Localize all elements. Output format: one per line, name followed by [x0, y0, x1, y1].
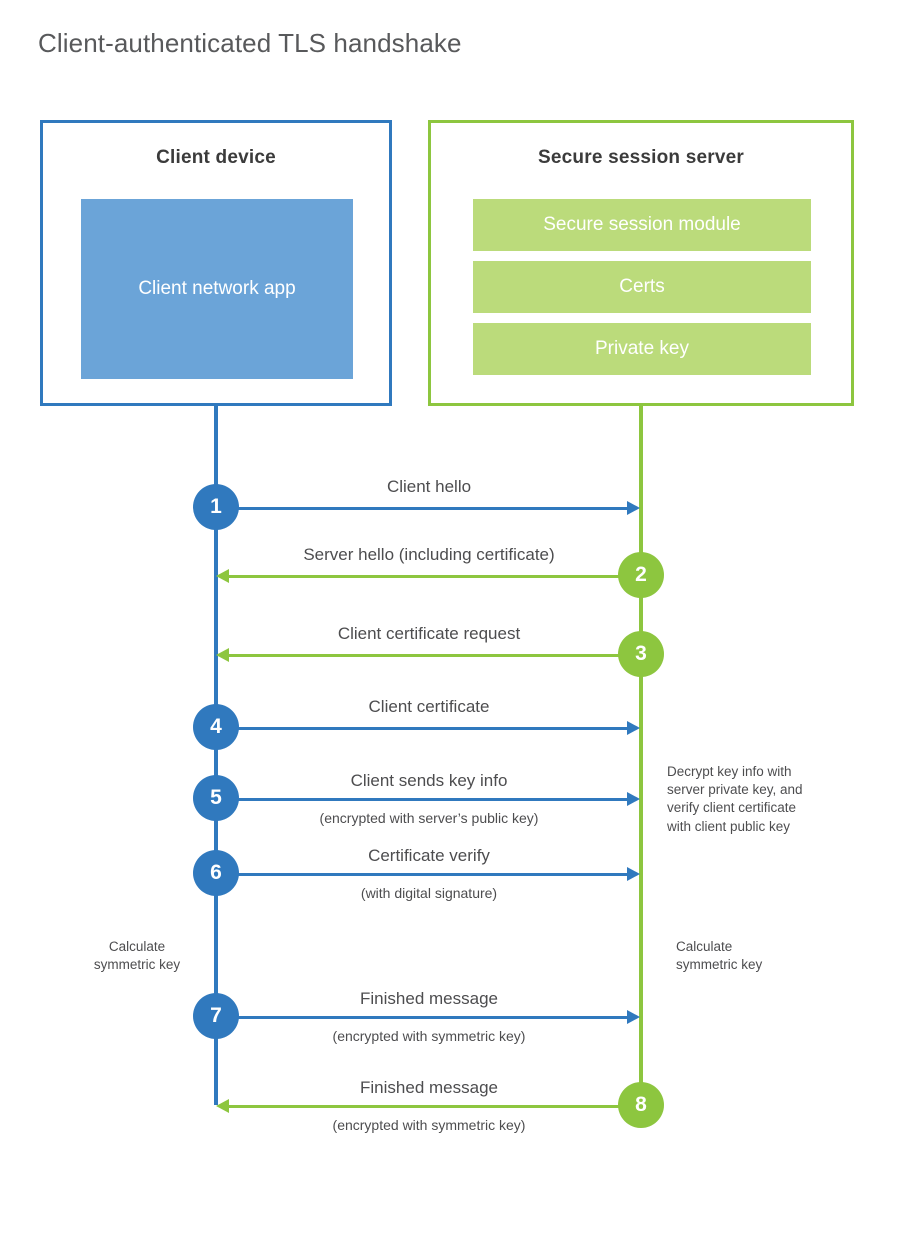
actor-title-client: Client device [156, 147, 276, 168]
component-client-network-app: Client network app [81, 199, 353, 379]
message-line-5 [216, 798, 627, 801]
lifeline-client [214, 406, 218, 1105]
message-label-7: Finished message [360, 989, 498, 1008]
step-badge-2[interactable]: 2 [618, 552, 664, 598]
note-server-decrypt: Decrypt key info with server private key… [667, 764, 803, 834]
message-label-4: Client certificate [368, 697, 490, 716]
step-badge-1[interactable]: 1 [193, 484, 239, 530]
message-sublabel-8: (encrypted with symmetric key) [332, 1117, 526, 1133]
message-line-4 [216, 727, 627, 730]
step-badge-8[interactable]: 8 [618, 1082, 664, 1128]
step-badge-6[interactable]: 6 [193, 850, 239, 896]
message-line-1 [216, 507, 627, 510]
message-line-2 [229, 575, 641, 578]
message-label-5: Client sends key info [350, 771, 508, 790]
message-label-6: Certificate verify [368, 846, 490, 865]
step-badge-3[interactable]: 3 [618, 631, 664, 677]
actor-box-server: Secure session server Secure session mod… [428, 120, 854, 406]
component-certs: Certs [473, 261, 811, 313]
server-components: Secure session module Certs Private key [473, 199, 811, 385]
message-label-8: Finished message [360, 1078, 498, 1097]
message-sublabel-7: (encrypted with symmetric key) [332, 1028, 526, 1044]
arrow-head-right-icon [627, 501, 640, 515]
message-sublabel-5: (encrypted with server’s public key) [319, 810, 539, 826]
arrow-head-left-icon [216, 1099, 229, 1113]
lifeline-server [639, 406, 643, 1105]
message-sublabel-6: (with digital signature) [360, 885, 498, 901]
arrow-head-right-icon [627, 792, 640, 806]
note-server-calculate-symmetric-key: Calculate symmetric key [676, 939, 763, 973]
message-label-2: Server hello (including certificate) [303, 545, 555, 564]
component-private-key: Private key [473, 323, 811, 375]
message-label-3: Client certificate request [337, 624, 521, 643]
actor-box-client: Client device Client network app [40, 120, 392, 406]
arrow-head-right-icon [627, 867, 640, 881]
arrow-head-left-icon [216, 569, 229, 583]
arrow-head-right-icon [627, 721, 640, 735]
step-badge-4[interactable]: 4 [193, 704, 239, 750]
arrow-head-left-icon [216, 648, 229, 662]
arrow-head-right-icon [627, 1010, 640, 1024]
step-badge-7[interactable]: 7 [193, 993, 239, 1039]
page-title: Client-authenticated TLS handshake [38, 28, 462, 58]
component-secure-session-module: Secure session module [473, 199, 811, 251]
note-client-calculate-symmetric-key: Calculate symmetric key [93, 939, 181, 973]
message-line-7 [216, 1016, 627, 1019]
message-label-1: Client hello [386, 477, 472, 496]
message-line-3 [229, 654, 641, 657]
step-badge-5[interactable]: 5 [193, 775, 239, 821]
message-line-8 [229, 1105, 641, 1108]
message-line-6 [216, 873, 627, 876]
actor-title-server: Secure session server [538, 147, 744, 168]
